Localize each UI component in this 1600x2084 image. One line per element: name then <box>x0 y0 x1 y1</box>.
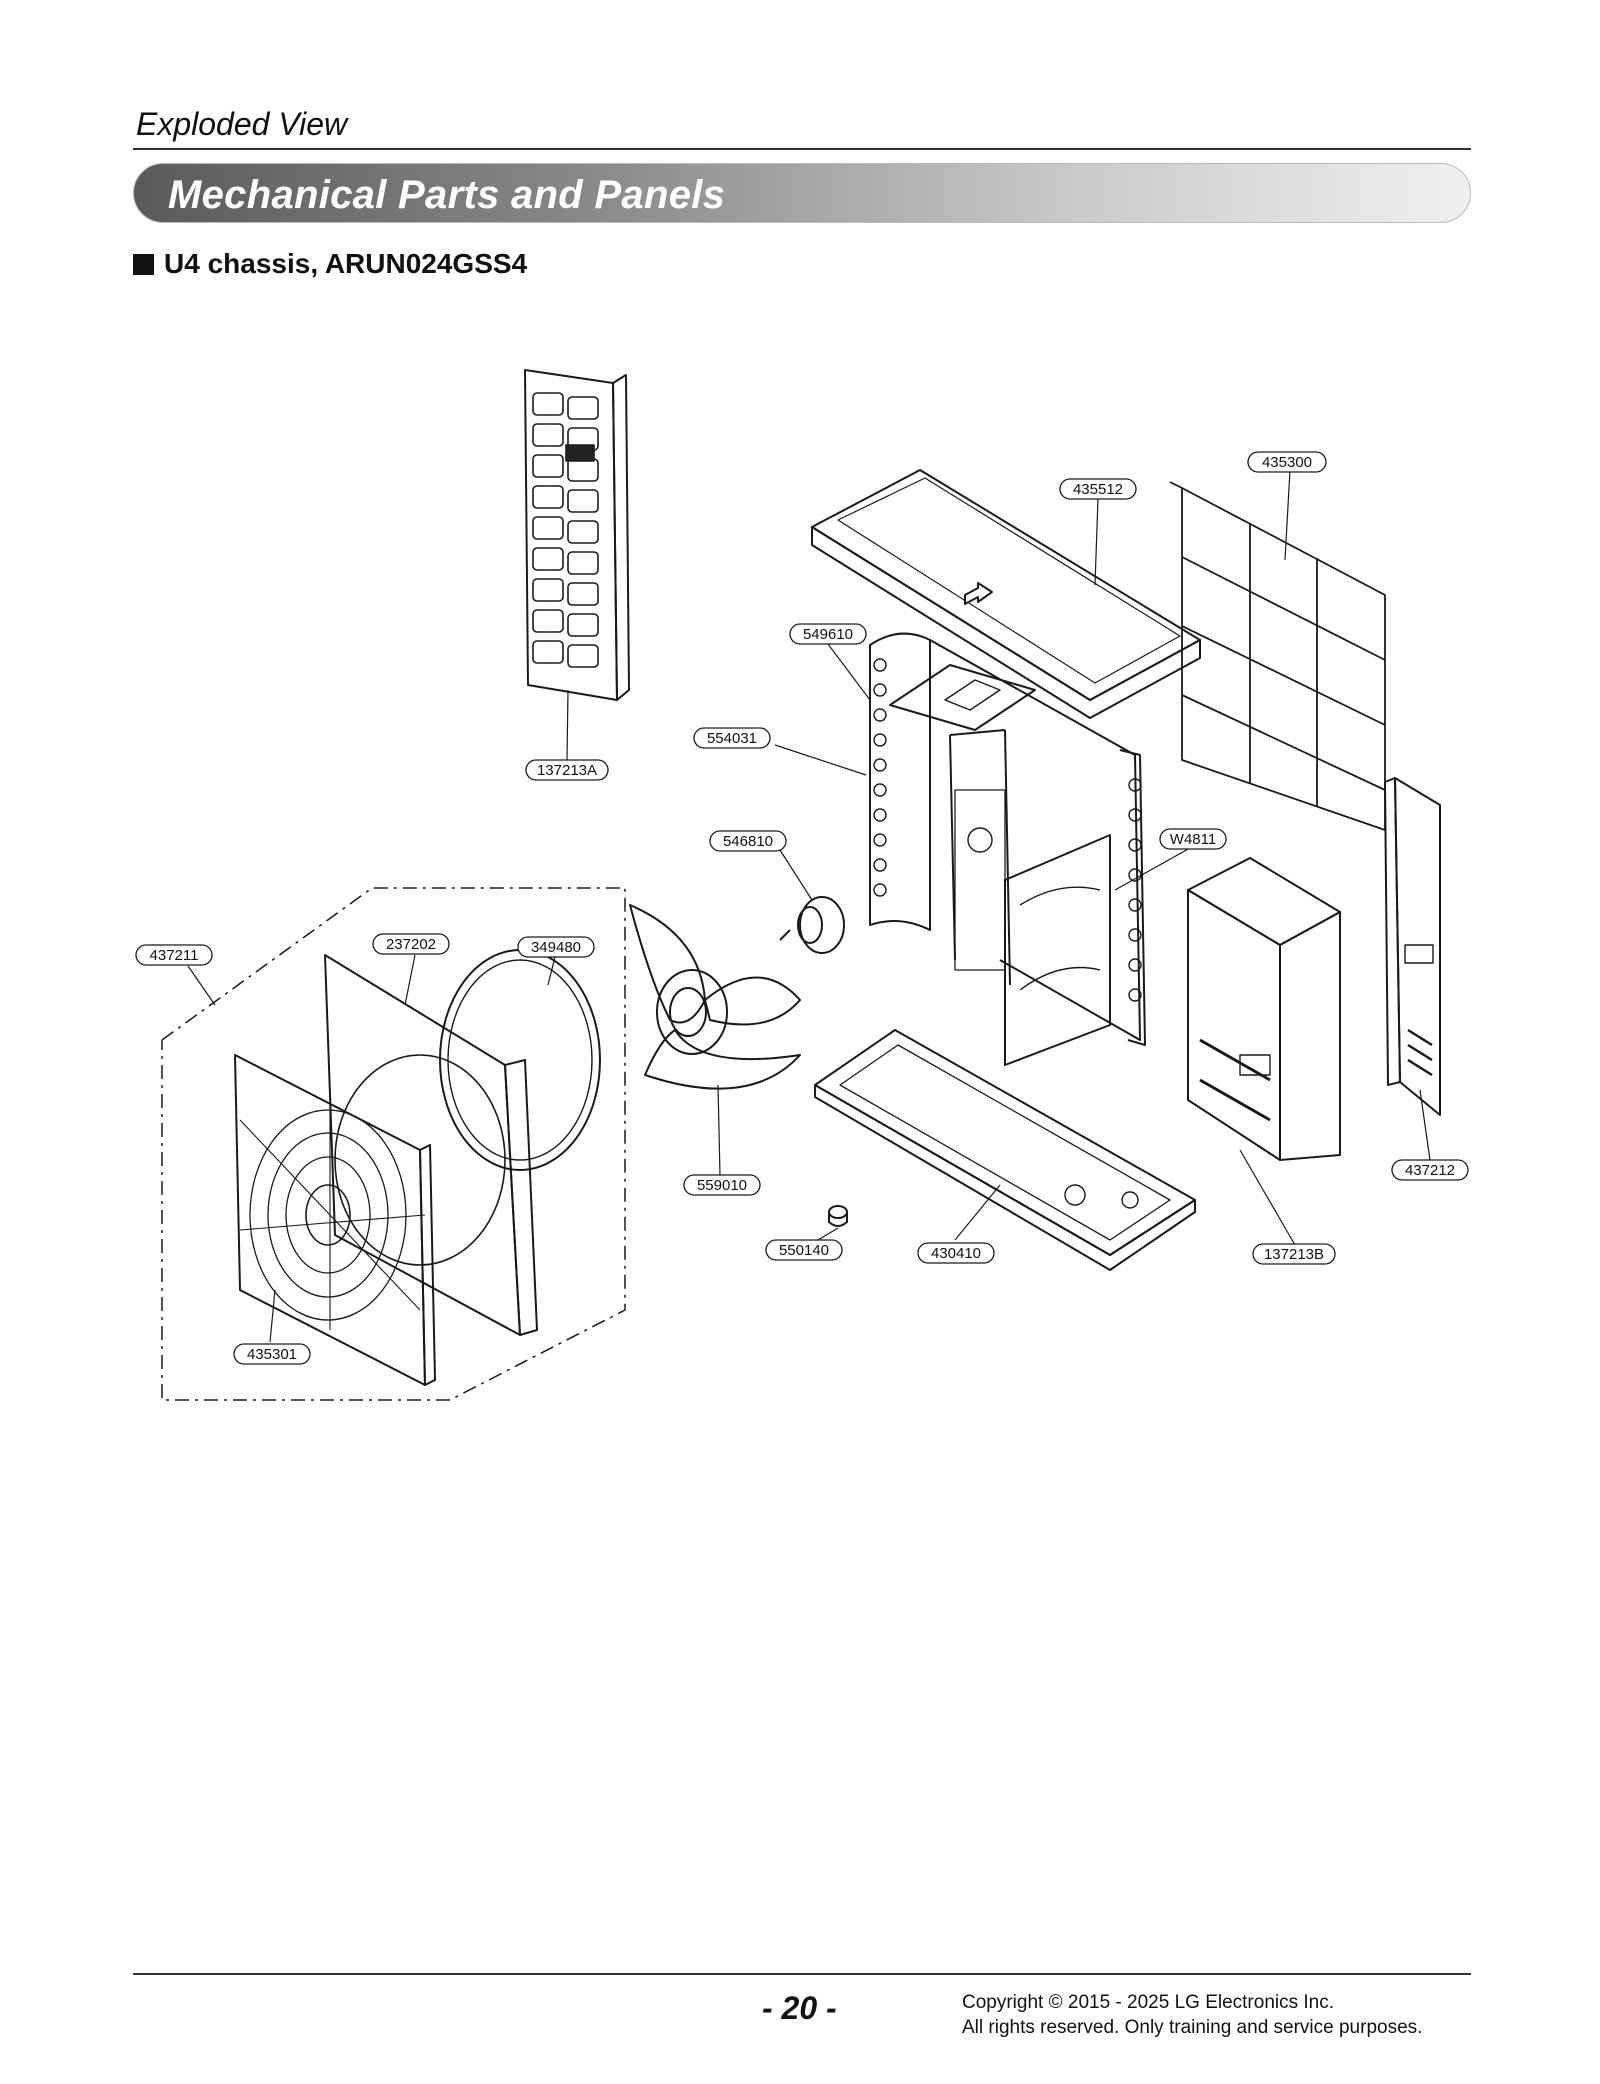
partition-w4811-illustration <box>1004 834 1111 1066</box>
side-panel-137213a-illustration <box>524 369 630 701</box>
callout-137213A: 137213A <box>525 759 609 781</box>
callout-554031: 554031 <box>693 727 771 749</box>
callout-349480: 349480 <box>517 936 595 958</box>
drain-cap-550140-illustration <box>828 1205 848 1227</box>
footer-rule <box>133 1973 1471 1975</box>
motor-bracket-549610-illustration <box>889 664 1036 986</box>
svg-text:430410: 430410 <box>931 1245 981 1262</box>
rear-grille-435300-illustration <box>1169 481 1386 831</box>
svg-text:349480: 349480 <box>531 939 581 956</box>
front-bracket-237202-illustration <box>324 954 538 1336</box>
callout-435512: 435512 <box>1059 478 1137 500</box>
propeller-fan-559010-illustration <box>629 904 801 1090</box>
callout-435300: 435300 <box>1247 451 1327 473</box>
copyright-notice: Copyright © 2015 - 2025 LG Electronics I… <box>962 1990 1422 2040</box>
callout-437211: 437211 <box>135 944 213 966</box>
banner-title: Mechanical Parts and Panels <box>168 173 726 217</box>
page-number: - 20 - <box>762 1990 837 2026</box>
heat-exchanger-554031-illustration <box>869 632 1146 1046</box>
subheading-text: U4 chassis, ARUN024GSS4 <box>164 248 528 279</box>
discharge-grille-435301-illustration <box>234 1054 436 1386</box>
square-bullet-icon <box>133 253 154 275</box>
header-rule <box>133 148 1471 150</box>
side-panel-437212-illustration <box>1384 777 1441 1116</box>
callout-435301: 435301 <box>233 1343 311 1365</box>
copyright-line-1: Copyright © 2015 - 2025 LG Electronics I… <box>962 1992 1335 2013</box>
svg-text:435300: 435300 <box>1262 454 1312 471</box>
svg-text:550140: 550140 <box>779 1242 829 1259</box>
callout-237202: 237202 <box>372 933 450 955</box>
callout-549610: 549610 <box>789 623 867 645</box>
copyright-line-2: All rights reserved. Only training and s… <box>962 2017 1423 2038</box>
subheading: U4 chassis, ARUN024GSS4 <box>133 248 527 280</box>
base-pan-430410-illustration <box>814 1029 1196 1271</box>
svg-text:554031: 554031 <box>707 730 757 747</box>
svg-text:437211: 437211 <box>150 947 199 964</box>
callout-546810: 546810 <box>709 830 787 852</box>
fan-motor-546810-illustration <box>779 896 845 954</box>
section-banner: Mechanical Parts and Panels <box>133 163 1471 223</box>
callout-W4811: W4811 <box>1159 828 1227 850</box>
svg-text:549610: 549610 <box>803 626 853 643</box>
svg-text:237202: 237202 <box>386 936 436 953</box>
callout-559010: 559010 <box>683 1174 761 1196</box>
svg-text:435512: 435512 <box>1073 481 1123 498</box>
svg-text:546810: 546810 <box>723 833 773 850</box>
leader-lines <box>187 469 1431 1343</box>
svg-text:137213A: 137213A <box>537 762 597 779</box>
callout-430410: 430410 <box>917 1242 995 1264</box>
svg-text:W4811: W4811 <box>1170 831 1216 848</box>
top-cover-435512-illustration <box>811 469 1201 719</box>
orifice-ring-349480-illustration <box>439 949 601 1171</box>
svg-text:437212: 437212 <box>1405 1162 1455 1179</box>
svg-text:559010: 559010 <box>697 1177 747 1194</box>
svg-text:137213B: 137213B <box>1264 1246 1324 1263</box>
svg-text:435301: 435301 <box>247 1346 297 1363</box>
front-panel-137213b-illustration <box>1187 857 1341 1161</box>
section-label: Exploded View <box>136 106 348 142</box>
callout-137213B: 137213B <box>1252 1243 1336 1265</box>
front-assembly-outline <box>161 887 626 1401</box>
callout-labels: 435300 435512 549610 554031 137213A 5468… <box>135 451 1469 1365</box>
callout-550140: 550140 <box>765 1239 843 1261</box>
callout-437212: 437212 <box>1391 1159 1469 1181</box>
